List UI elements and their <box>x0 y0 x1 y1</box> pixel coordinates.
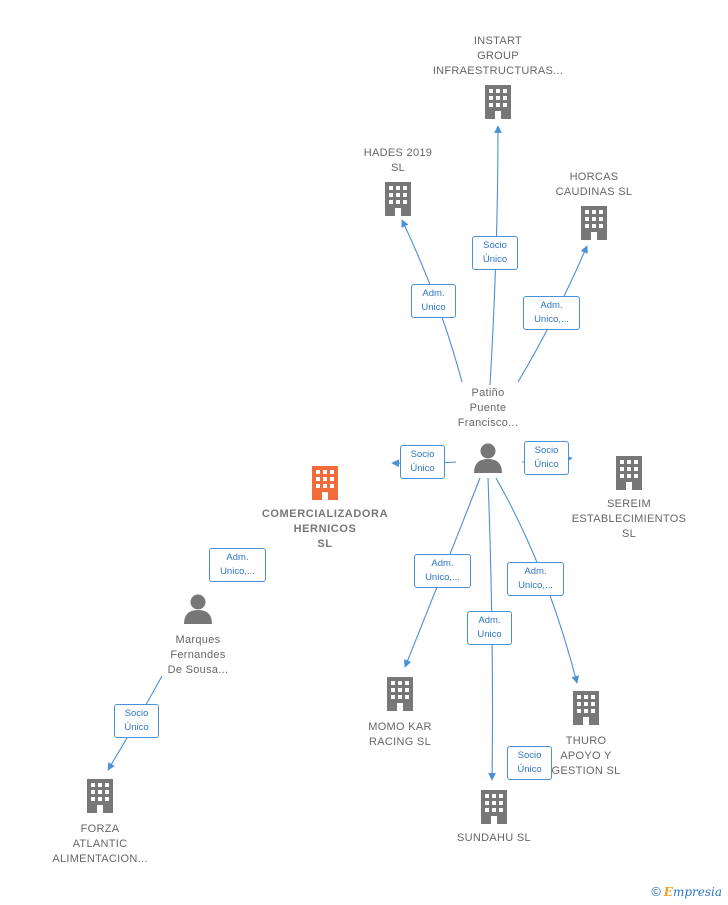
node-sereim-establecimientos[interactable]: SEREIM ESTABLECIMIENTOS SL <box>564 456 694 542</box>
relation-badge-momo: Adm. Unico,... <box>414 554 471 588</box>
node-forza-atlantic[interactable]: FORZA ATLANTIC ALIMENTACION... <box>40 779 160 867</box>
logo-e: E <box>663 885 673 899</box>
relation-badge-horcas: Adm. Unico,... <box>523 296 580 330</box>
relation-badge-comercializadora: Socio Único <box>400 445 445 479</box>
building-icon <box>384 182 412 216</box>
node-label: Marques Fernandes De Sousa... <box>167 634 229 676</box>
node-marques-fernandes[interactable]: Marques Fernandes De Sousa... <box>150 594 246 678</box>
relation-badge-hades: Adm. Unico <box>411 284 456 318</box>
building-icon <box>311 466 339 500</box>
node-label: COMERCIALIZADORA HERNICOS SL <box>261 508 389 550</box>
building-icon <box>580 206 608 240</box>
building-icon <box>386 677 414 711</box>
building-icon <box>86 779 114 813</box>
node-label: FORZA ATLANTIC ALIMENTACION... <box>52 823 148 865</box>
relation-badge-sundahu-adm: Adm. Unico <box>467 611 512 645</box>
node-label: SEREIM ESTABLECIMIENTOS SL <box>571 498 687 540</box>
building-icon <box>615 456 643 490</box>
relation-badge-marques-comercializadora: Adm. Unico,... <box>209 548 266 582</box>
node-label: SUNDAHU SL <box>457 832 531 844</box>
node-label: MOMO KAR RACING SL <box>368 721 432 748</box>
logo-text: mpresia <box>672 885 722 899</box>
node-thuro-apoyo-gestion[interactable]: THURO APOYO Y GESTION SL <box>536 691 636 779</box>
node-comercializadora-hernicos[interactable]: COMERCIALIZADORA HERNICOS SL <box>250 466 400 552</box>
relation-badge-thuro: Adm. Unico,... <box>507 562 564 596</box>
building-icon <box>484 85 512 119</box>
relation-badge-forza: Socio Único <box>114 704 159 738</box>
node-label: Patiño Puente Francisco... <box>457 387 519 429</box>
person-icon <box>183 594 213 624</box>
relation-badge-sereim: Socio Único <box>524 441 569 475</box>
node-label: HADES 2019 SL <box>363 147 433 174</box>
copyright-symbol: © <box>651 884 661 899</box>
person-icon <box>473 443 503 473</box>
relation-badge-instart: Socio Único <box>472 236 518 270</box>
relation-badge-sundahu-socio: Socio Único <box>507 746 552 780</box>
node-label: HORCAS CAUDINAS SL <box>555 171 633 198</box>
node-hades-2019[interactable]: HADES 2019 SL <box>346 146 450 221</box>
node-instart-group[interactable]: INSTART GROUP INFRAESTRUCTURAS... <box>428 34 568 124</box>
node-patino-puente[interactable]: Patiño Puente Francisco... <box>440 386 536 478</box>
node-horcas-caudinas[interactable]: HORCAS CAUDINAS SL <box>544 170 644 245</box>
node-momo-kar-racing[interactable]: MOMO KAR RACING SL <box>350 677 450 750</box>
node-sundahu[interactable]: SUNDAHU SL <box>444 790 544 846</box>
empresia-logo: ©Empresia <box>651 884 722 899</box>
building-icon <box>572 691 600 725</box>
node-label: THURO APOYO Y GESTION SL <box>551 735 621 777</box>
node-label: INSTART GROUP INFRAESTRUCTURAS... <box>432 35 564 77</box>
building-icon <box>480 790 508 824</box>
